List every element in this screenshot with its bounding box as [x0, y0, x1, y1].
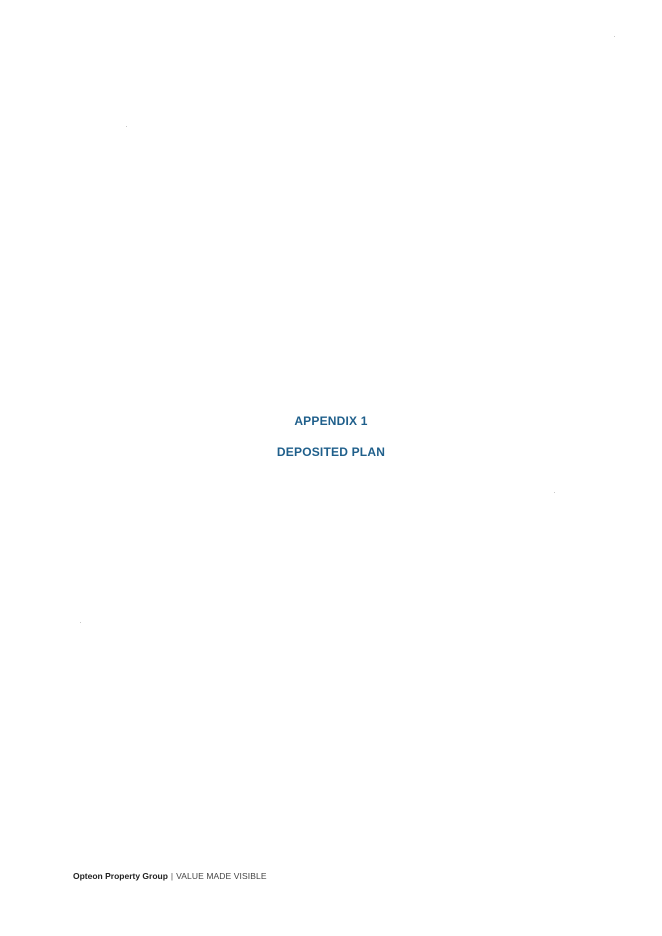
scan-speck: [126, 126, 127, 127]
section-title: DEPOSITED PLAN: [276, 445, 386, 459]
scan-speck: [80, 622, 81, 623]
footer-company-name: Opteon Property Group: [73, 871, 168, 881]
scan-speck: [614, 36, 615, 37]
appendix-title: APPENDIX 1: [294, 414, 368, 428]
page-footer: Opteon Property Group|VALUE MADE VISIBLE: [73, 871, 267, 881]
scan-speck: [554, 492, 555, 493]
footer-tagline: VALUE MADE VISIBLE: [176, 871, 267, 881]
footer-separator: |: [170, 871, 174, 881]
